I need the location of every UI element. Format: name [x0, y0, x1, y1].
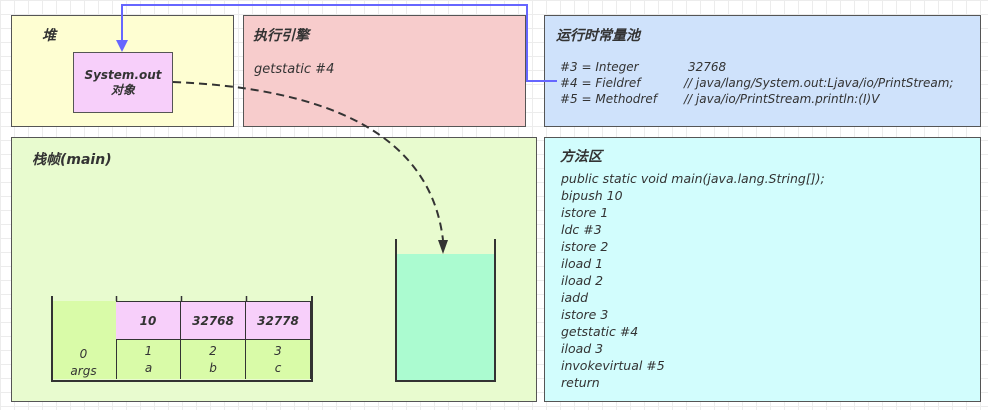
slot-index: 2 [209, 344, 217, 358]
pool-value: // java/io/PrintStream.println:(I)V [684, 92, 880, 106]
stack-frame-panel: 栈帧(main) 0 args 10 32768 32778 1 a 2 b 3… [11, 137, 537, 402]
slot-name: b [209, 361, 217, 375]
slot-index: 0 [79, 347, 88, 361]
local-slot-1: 1 a [116, 340, 181, 379]
constant-pool-panel: 运行时常量池 #3 = Integer 32768 #4 = Fieldref //… [544, 15, 981, 127]
pool-value: // java/lang/System.out:Ljava/io/PrintSt… [684, 76, 954, 90]
local-variable-table: 0 args 10 32768 32778 1 a 2 b 3 c [51, 296, 314, 382]
bytecode-line: public static void main(java.lang.String… [561, 171, 825, 186]
bytecode-line: istore 2 [561, 239, 609, 254]
bytecode-listing: public static void main(java.lang.String… [561, 170, 825, 391]
pool-ref: #5 = Methodref [560, 92, 657, 106]
operand-stack-outline [395, 239, 496, 382]
slot-index: 3 [274, 344, 282, 358]
bytecode-line: istore 1 [561, 205, 609, 220]
operand-stack-fill [397, 254, 495, 380]
heap-panel: 堆 System.out 对象 [11, 15, 234, 127]
bytecode-line: iload 2 [561, 273, 604, 288]
bytecode-line: return [561, 375, 600, 390]
bytecode-line: iadd [561, 290, 589, 305]
slot-name: args [70, 364, 97, 378]
slot-name: a [144, 361, 153, 375]
current-instruction: getstatic #4 [254, 62, 335, 77]
bytecode-line: iload 3 [561, 341, 604, 356]
slot-index: 1 [144, 344, 153, 358]
pool-entry: #3 = Integer 32768 [560, 59, 726, 75]
bytecode-line: bipush 10 [561, 188, 623, 203]
bytecode-line: invokevirtual #5 [561, 358, 665, 373]
bytecode-line: ldc #3 [561, 222, 602, 237]
object-name: System.out [84, 67, 162, 82]
stack-frame-title: 栈帧(main) [32, 152, 112, 168]
local-slot-0[interactable]: 0 args [51, 301, 116, 379]
heap-title: 堆 [42, 28, 56, 44]
execution-engine-panel: 执行引擎 getstatic #4 [243, 15, 526, 127]
pool-entry: #5 = Methodref // java/io/PrintStream.pri… [560, 91, 879, 107]
local-slot-3: 3 c [246, 340, 311, 379]
method-area-panel: 方法区 public static void main(java.lang.St… [544, 137, 981, 402]
local-value-2[interactable]: 32768 [181, 301, 246, 340]
local-value-3[interactable]: 32778 [246, 301, 311, 340]
engine-title: 执行引擎 [253, 28, 309, 44]
local-value-1[interactable]: 10 [116, 301, 181, 340]
object-label: 对象 [110, 82, 135, 97]
pool-entry: #4 = Fieldref // java/lang/System.out:Lja… [560, 75, 953, 91]
pool-value: 32768 [688, 60, 727, 74]
local-slot-2: 2 b [181, 340, 246, 379]
slot-name: c [274, 361, 282, 375]
bytecode-line: getstatic #4 [561, 324, 639, 339]
pool-title: 运行时常量池 [556, 28, 640, 44]
local-table-outline [51, 296, 313, 382]
bytecode-line: iload 1 [561, 256, 604, 271]
operand-stack [395, 239, 497, 383]
bytecode-line: istore 3 [561, 307, 609, 322]
method-area-title: 方法区 [560, 149, 602, 165]
system-out-object[interactable]: System.out 对象 [73, 52, 173, 113]
pool-ref: #4 = Fieldref [560, 76, 641, 90]
pool-ref: #3 = Integer [560, 60, 639, 74]
